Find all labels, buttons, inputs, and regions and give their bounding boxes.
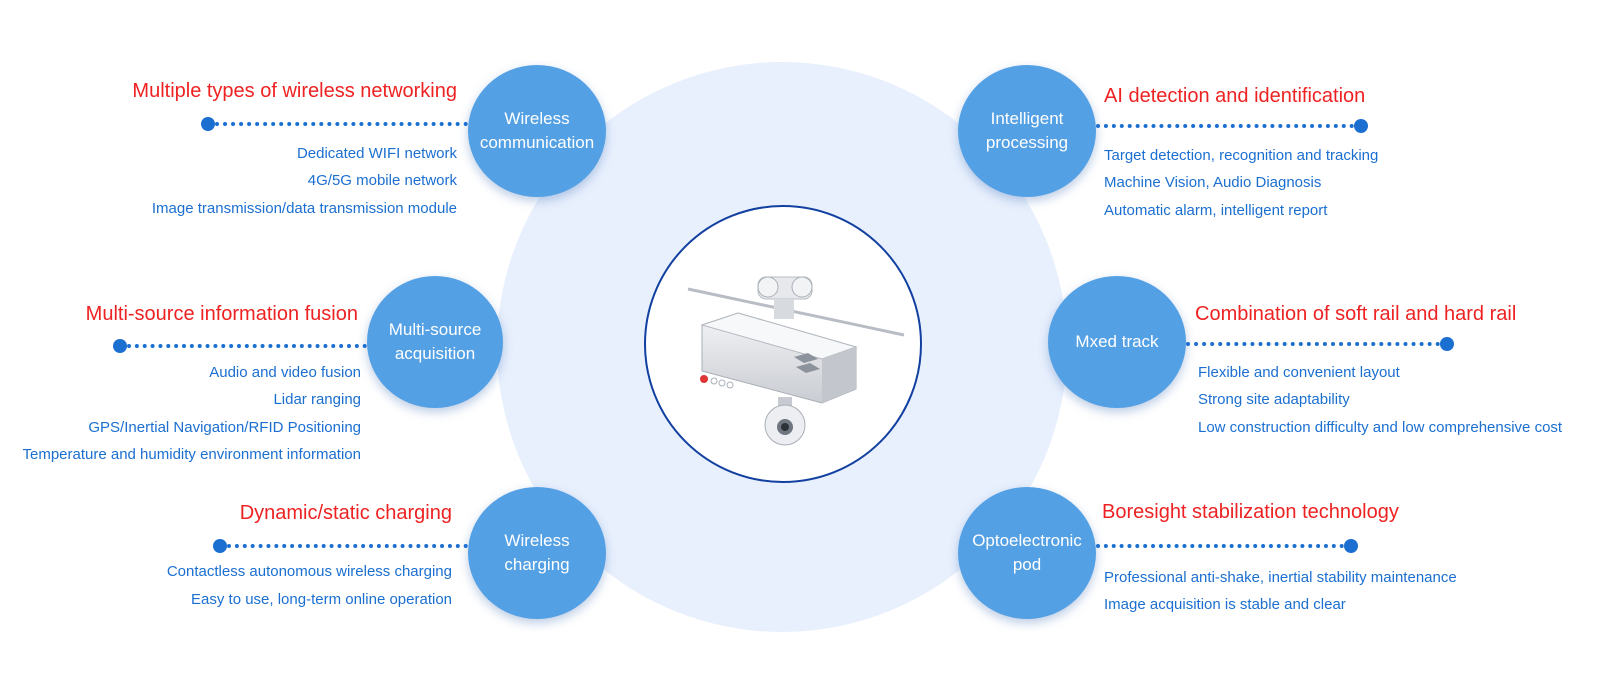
list-item: Target detection, recognition and tracki… — [1104, 147, 1379, 164]
list-item: Lidar ranging — [273, 391, 361, 408]
node-label: Optoelectronic — [972, 531, 1082, 550]
list-item: Flexible and convenient layout — [1198, 364, 1400, 381]
node-label: pod — [1012, 555, 1042, 574]
node-label: acquisition — [394, 344, 476, 363]
node-mixed-track: Mxed track — [1048, 276, 1186, 408]
node-multi-source-acquisition: Multi-source acquisition — [367, 276, 503, 408]
heading-information-fusion: Multi-source information fusion — [85, 303, 358, 325]
list-item: Machine Vision, Audio Diagnosis — [1104, 174, 1322, 191]
connector-line — [1096, 544, 1344, 552]
connector-dot — [1344, 539, 1358, 553]
rail-inspection-robot-icon — [687, 276, 905, 446]
list-item: Dedicated WIFI network — [296, 145, 457, 162]
list-item: Image acquisition is stable and clear — [1104, 596, 1346, 613]
connector-dot — [113, 339, 127, 353]
list-item: Professional anti-shake, inertial stabil… — [1104, 569, 1457, 586]
list-item: Audio and video fusion — [209, 364, 361, 381]
connector-line — [215, 122, 468, 130]
node-label: Intelligent — [990, 109, 1064, 128]
heading-soft-hard-rail: Combination of soft rail and hard rail — [1195, 303, 1517, 325]
node-intelligent-processing: Intelligent processing — [958, 65, 1096, 197]
heading-wireless-networking: Multiple types of wireless networking — [132, 80, 457, 102]
node-label: processing — [985, 133, 1069, 152]
connector-dot — [1354, 119, 1368, 133]
list-item: Image transmission/data transmission mod… — [151, 200, 457, 217]
node-label: Wireless — [504, 531, 570, 550]
node-label: charging — [504, 555, 570, 574]
list-item: Automatic alarm, intelligent report — [1104, 202, 1328, 219]
node-wireless-communication: Wireless communication — [468, 65, 606, 197]
connector-dot — [213, 539, 227, 553]
node-wireless-charging: Wireless charging — [468, 487, 606, 619]
list-item: Temperature and humidity environment inf… — [22, 446, 361, 463]
list-item: GPS/Inertial Navigation/RFID Positioning — [88, 419, 361, 436]
node-label: Wireless — [504, 109, 570, 128]
heading-boresight: Boresight stabilization technology — [1102, 501, 1399, 523]
connector-dot — [1440, 337, 1454, 351]
center-image-ring — [644, 205, 922, 483]
node-optoelectronic-pod: Optoelectronic pod — [958, 487, 1096, 619]
node-label: Mxed track — [1075, 332, 1159, 351]
node-label: communication — [479, 133, 595, 152]
connector-dot — [201, 117, 215, 131]
list-item: Low construction difficulty and low comp… — [1198, 419, 1563, 436]
connector-line — [1186, 342, 1440, 350]
connector-line — [127, 344, 367, 352]
node-label: Multi-source — [388, 320, 482, 339]
connector-line — [227, 544, 468, 552]
list-item: 4G/5G mobile network — [307, 172, 457, 189]
list-item: Easy to use, long-term online operation — [191, 591, 452, 608]
list-item: Strong site adaptability — [1198, 391, 1350, 408]
heading-ai-detection: AI detection and identification — [1104, 85, 1366, 107]
heading-charging: Dynamic/static charging — [239, 502, 452, 524]
list-item: Contactless autonomous wireless charging — [166, 563, 452, 580]
connector-line — [1096, 124, 1354, 132]
